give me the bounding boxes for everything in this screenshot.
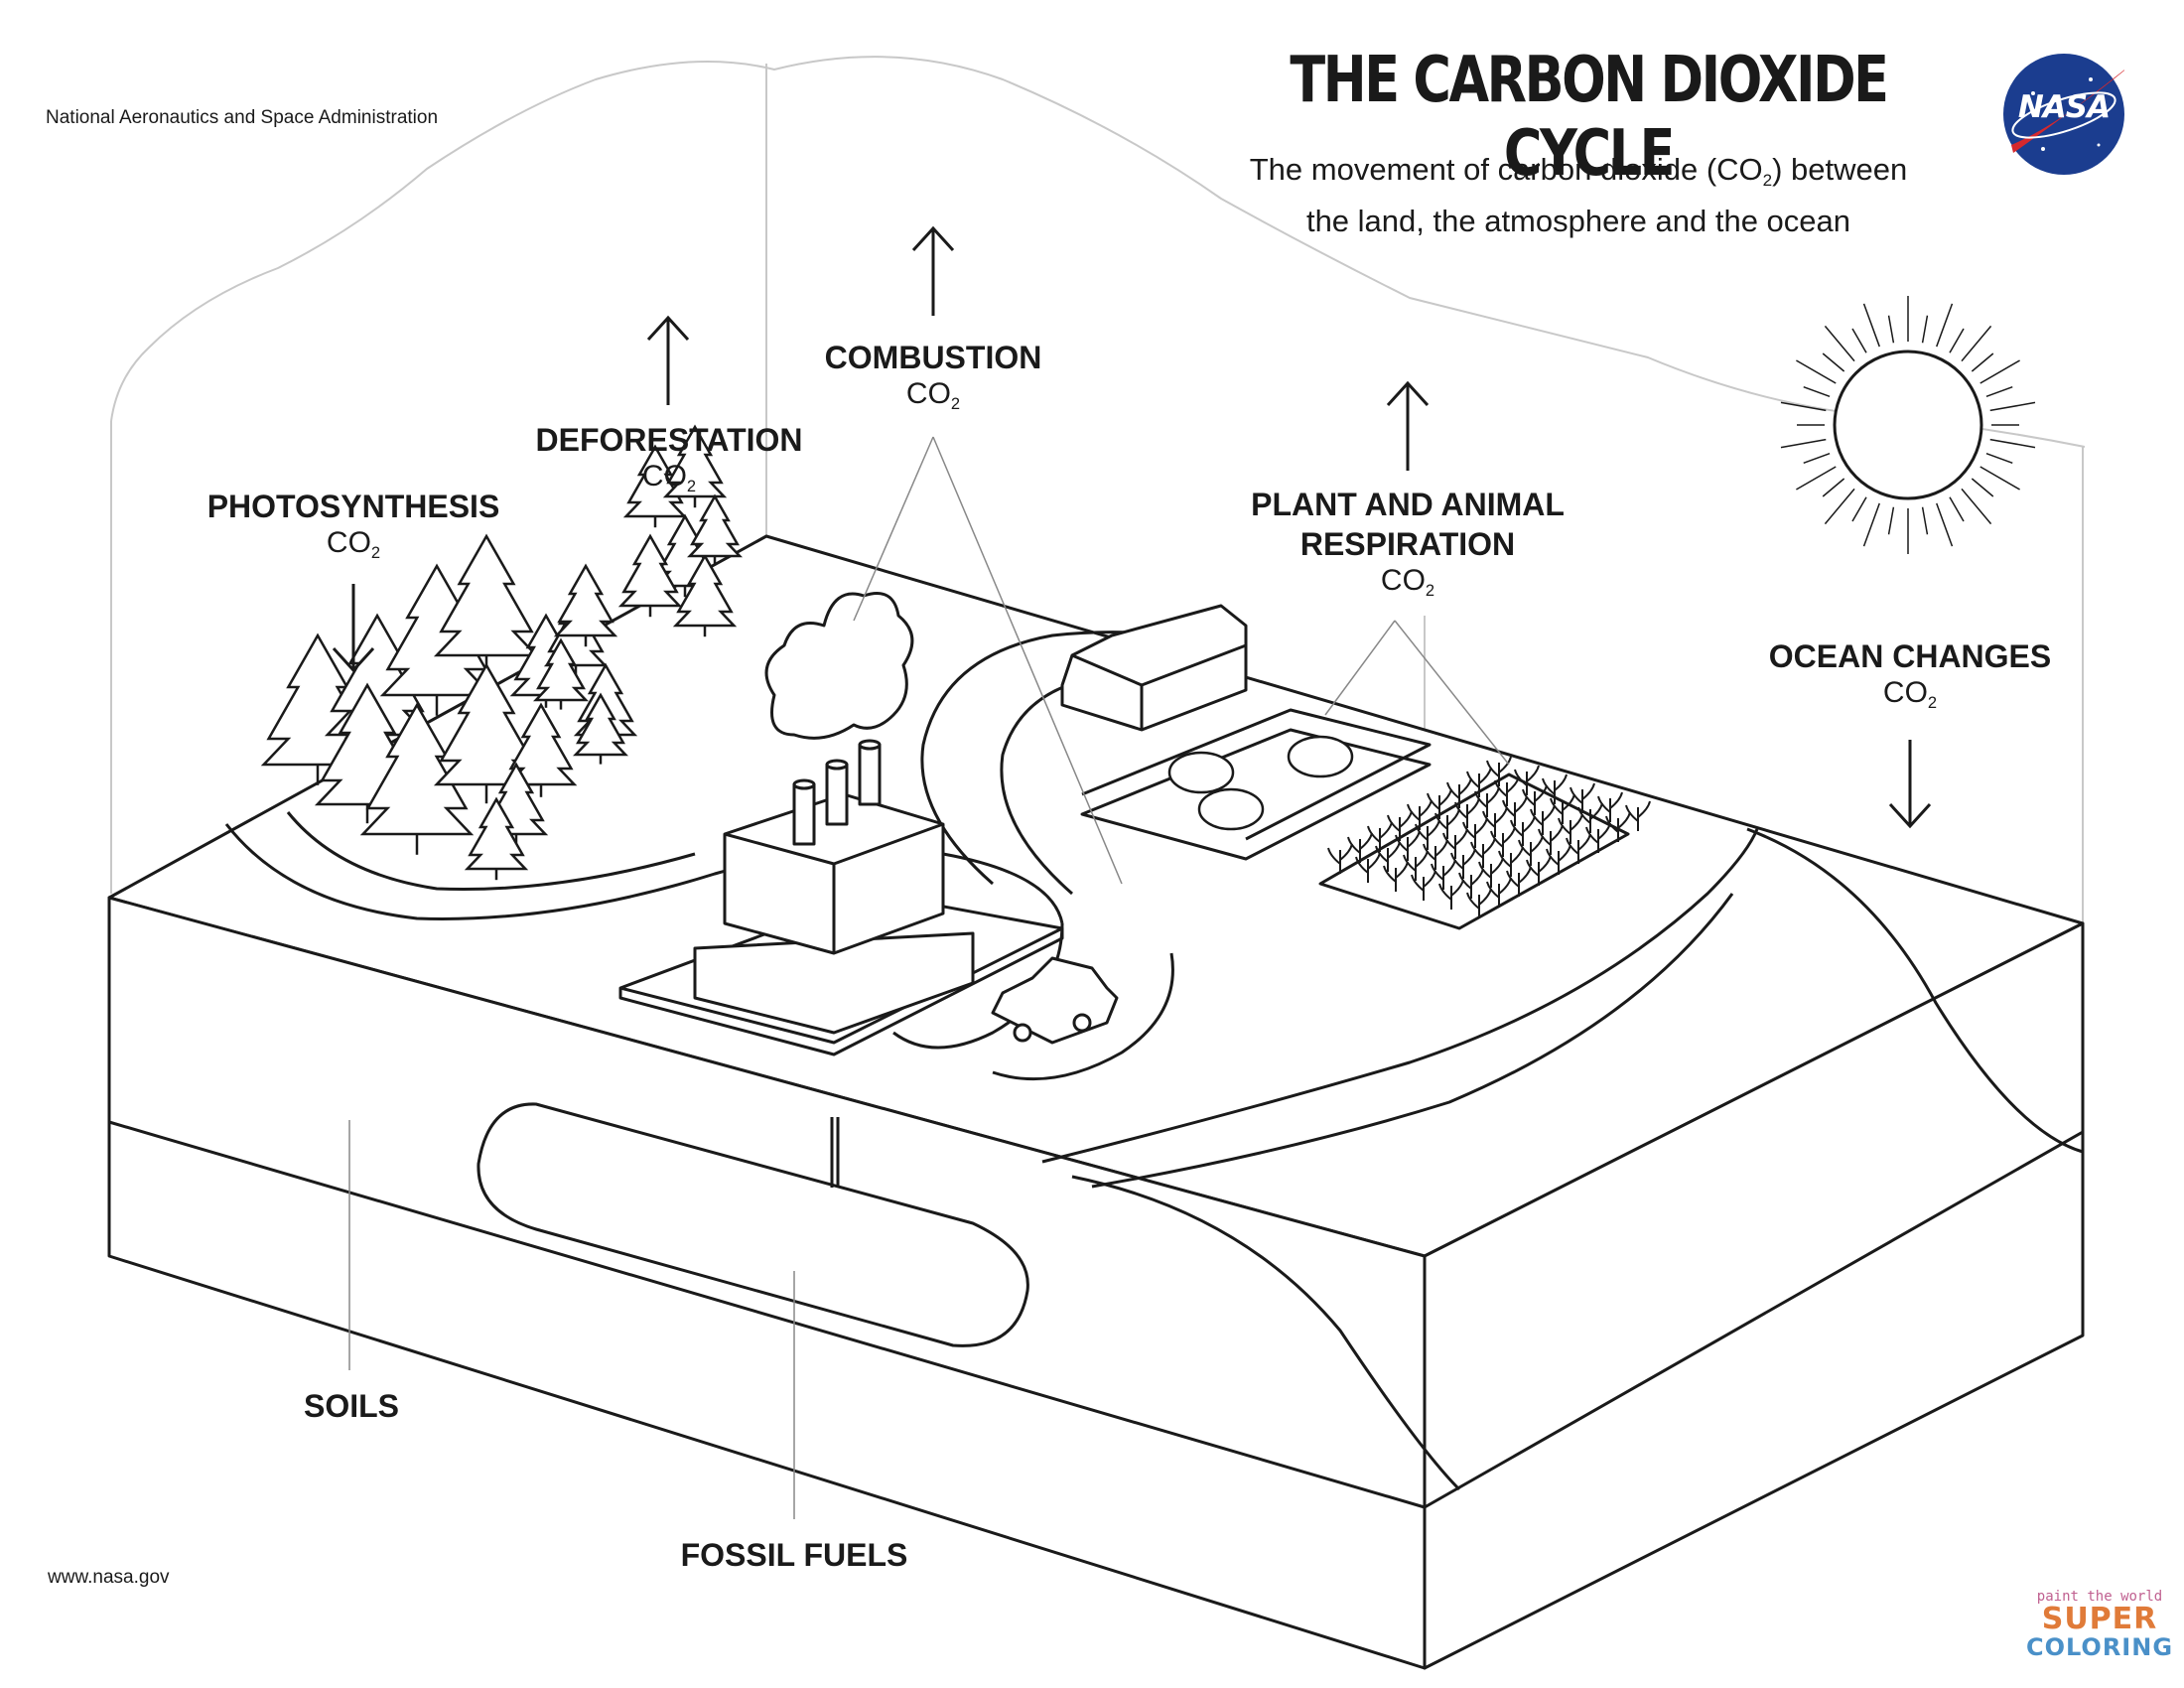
crop-sprout <box>1597 791 1623 822</box>
subtitle-line-2: the land, the atmosphere and the ocean <box>1305 203 1851 238</box>
process-label: OCEAN CHANGES <box>1768 638 2052 674</box>
sun-ray <box>1971 352 1994 372</box>
sun-ray <box>1803 385 1831 397</box>
crop-sprout <box>1486 756 1512 786</box>
sun-ray <box>1780 401 1827 412</box>
sun-ray <box>1936 502 1954 547</box>
tree-icon <box>553 563 618 637</box>
process-deforestation: DEFORESTATION CO2 <box>471 420 868 503</box>
sun-ray <box>1862 303 1880 348</box>
process-label: PLANT AND ANIMAL <box>1251 487 1565 522</box>
co2-label: CO2 <box>1380 564 1435 600</box>
arrow-up-icon <box>911 225 955 316</box>
sun-ray <box>1949 328 1965 353</box>
layer-label-soils: SOILS <box>303 1388 399 1424</box>
forest <box>260 424 743 881</box>
watermark-tagline: paint the world <box>2036 1589 2163 1605</box>
pig-icon <box>1167 751 1235 794</box>
process-label-line-2: RESPIRATION <box>1299 526 1516 562</box>
sun-ray <box>1921 315 1929 344</box>
sun-ray <box>1803 453 1831 465</box>
co2-label: CO2 <box>1882 676 1938 712</box>
crop-sprout <box>1542 774 1568 804</box>
road <box>224 823 1064 924</box>
arrow-down-icon <box>1888 740 1932 829</box>
co2-label: CO2 <box>641 460 697 495</box>
crops <box>1327 756 1651 918</box>
sun-ray <box>1949 496 1965 522</box>
subtitle-text: The movement of carbon dioxide (CO <box>1249 152 1763 187</box>
sky-outline <box>110 56 2086 448</box>
sun-ray <box>1961 325 1992 362</box>
process-label: COMBUSTION <box>824 340 1042 375</box>
sun-ray <box>1822 352 1845 372</box>
crop-sprout <box>1570 782 1595 813</box>
sun-ray <box>1851 496 1867 522</box>
watermark-word-1: SUPER <box>2041 1602 2158 1636</box>
agency-name: National Aeronautics and Space Administr… <box>46 107 439 128</box>
sun-icon <box>1780 296 2036 554</box>
watermark-logo: paint the world SUPER COLORING <box>2020 1589 2179 1660</box>
co2-label: CO2 <box>905 377 961 413</box>
sun-ray <box>1921 506 1929 535</box>
co2-label: CO2 <box>326 526 381 562</box>
crop-sprout <box>1514 765 1540 795</box>
front-right-face <box>1423 921 2085 1670</box>
process-label: DEFORESTATION <box>535 422 803 458</box>
sun-ray <box>1780 438 1827 449</box>
sun-ray <box>1989 438 2036 449</box>
process-respiration: PLANT AND ANIMAL RESPIRATION CO2 <box>1209 485 1606 608</box>
sun-ray <box>1971 478 1994 497</box>
sun-ray <box>1961 488 1992 525</box>
sun-ray <box>1979 466 2020 491</box>
subtitle-subscript: 2 <box>1762 170 1773 190</box>
sun-ray <box>1985 453 2013 465</box>
sun-ray <box>1979 359 2020 384</box>
process-photosynthesis: PHOTOSYNTHESIS CO2 <box>155 487 552 570</box>
tree-icon <box>687 493 743 558</box>
barn-icon <box>1060 604 1248 732</box>
process-label: PHOTOSYNTHESIS <box>206 489 500 524</box>
nasa-logo: NASA <box>2003 54 2124 175</box>
process-ocean-changes: OCEAN CHANGES CO2 <box>1711 636 2109 720</box>
footer-url: www.nasa.gov <box>48 1567 170 1588</box>
arrow-down-icon <box>332 584 375 673</box>
sun-ray <box>1824 325 1855 362</box>
smoke-cloud <box>764 592 914 740</box>
sun-ray <box>1822 478 1845 497</box>
sun-ray <box>1862 502 1880 547</box>
pig-icon <box>1287 735 1354 778</box>
arrow-up-icon <box>1386 380 1430 471</box>
sun-ray <box>1851 328 1867 353</box>
layer-label-fossil-fuels: FOSSIL FUELS <box>680 1537 908 1573</box>
arrow-up-icon <box>646 315 690 405</box>
nasa-logo-text: NASA <box>2017 89 2111 125</box>
sun-ray <box>1985 385 2013 397</box>
fossil-fuel-pocket <box>477 1102 1029 1347</box>
sun-ray <box>1936 303 1954 348</box>
sun-ray <box>1796 359 1837 384</box>
sun-ray <box>1887 315 1895 344</box>
factory-building <box>693 931 975 1035</box>
subtitle-text-end: ) between <box>1772 152 1908 187</box>
sun-disc <box>1833 350 1983 500</box>
crop-field <box>1318 773 1630 930</box>
sun-ray <box>1989 401 2036 412</box>
page-subtitle: The movement of carbon dioxide (CO2) bet… <box>1181 149 1976 241</box>
sun-ray <box>1824 488 1855 525</box>
watermark-word-2: COLORING <box>2025 1633 2174 1661</box>
nasa-swoosh-icon <box>2011 70 2124 153</box>
page-title: THE CARBON DIOXIDE CYCLE <box>1290 44 1889 191</box>
pig-icon <box>1197 787 1265 831</box>
sun-ray <box>1887 506 1895 535</box>
crop-sprout <box>1625 800 1651 831</box>
sun-ray <box>1796 466 1837 491</box>
process-combustion: COMBUSTION CO2 <box>735 338 1132 421</box>
